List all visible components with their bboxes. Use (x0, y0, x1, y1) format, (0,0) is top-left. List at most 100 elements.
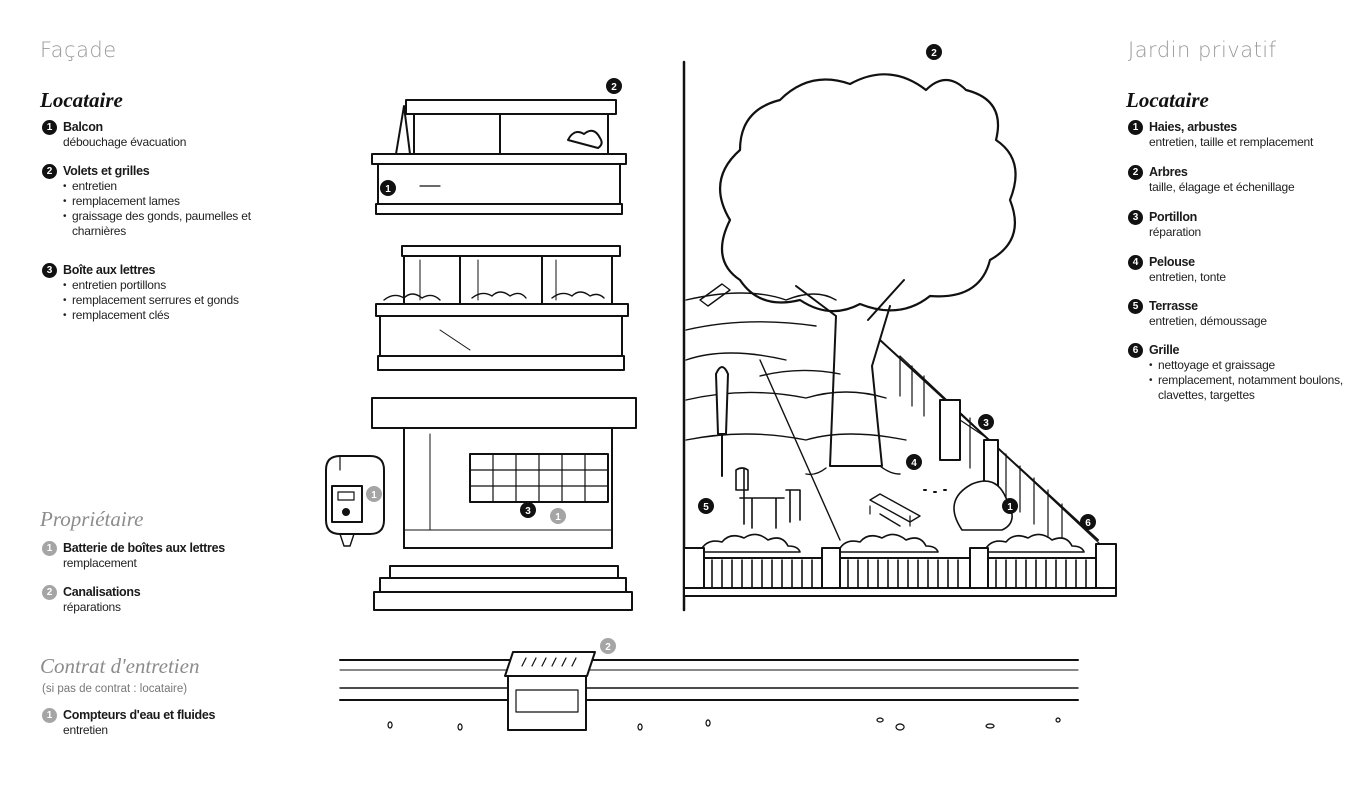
number-badge: 2 (42, 164, 57, 179)
garden-item-5: 5 Terrasse entretien, démoussage (1128, 299, 1358, 329)
marker-volets: 2 (606, 78, 622, 94)
item-description: entretien, tonte (1149, 270, 1226, 284)
marker-balcon: 1 (380, 180, 396, 196)
marker-arbres: 2 (926, 44, 942, 60)
item-description: entretien, taille et remplacement (1149, 135, 1314, 149)
item-heading: Haies, arbustes (1149, 120, 1237, 134)
item-description: débouchage évacuation (63, 135, 187, 149)
item-heading: Arbres (1149, 165, 1188, 179)
facade-tenant-item-1: 1 Balcon débouchage évacuation (42, 120, 272, 150)
facade-tenant-item-3: 3 Boîte aux lettres entretien portillons … (42, 263, 252, 323)
number-badge: 1 (42, 541, 57, 556)
bullet-item: remplacement lames (63, 194, 272, 209)
bullet-item: nettoyage et graissage (1149, 358, 1358, 373)
item-heading: Boîte aux lettres (63, 263, 156, 277)
street-pipes (339, 651, 1079, 731)
svg-text:1: 1 (555, 512, 561, 523)
shrub (953, 480, 1013, 531)
svg-text:2: 2 (605, 642, 611, 653)
svg-text:2: 2 (931, 48, 937, 59)
bullet-list: nettoyage et graissage remplacement, not… (1149, 358, 1358, 403)
svg-text:1: 1 (371, 490, 377, 501)
number-badge: 1 (42, 120, 57, 135)
number-badge: 2 (42, 585, 57, 600)
facade-tenant-item-2: 2 Volets et grilles entretien remplacemen… (42, 164, 272, 239)
marker-pelouse: 4 (906, 454, 922, 470)
upper-balcony (371, 99, 627, 215)
terrace-furniture (715, 366, 947, 529)
bullet-item: remplacement serrures et gonds (63, 293, 252, 308)
garden-tenant-heading: Locataire (1126, 88, 1209, 112)
item-heading: Canalisations (63, 585, 141, 599)
garden-item-1: 1 Haies, arbustes entretien, taille et re… (1128, 120, 1358, 150)
item-heading: Batterie de boîtes aux lettres (63, 541, 225, 555)
garden-title: Jardin privatif (1128, 38, 1277, 62)
item-heading: Terrasse (1149, 299, 1198, 313)
contract-heading: Contrat d'entretien (40, 654, 200, 678)
marker-portillon: 3 (978, 414, 994, 430)
number-badge: 3 (42, 263, 57, 278)
front-fence (683, 543, 1117, 597)
contract-note: (si pas de contrat : locataire) (42, 683, 188, 695)
garden-item-6: 6 Grille nettoyage et graissage remplacem… (1128, 343, 1358, 403)
marker-grille: 6 (1080, 514, 1096, 530)
meter-box (325, 455, 385, 547)
number-badge: 1 (42, 708, 57, 723)
side-fence (879, 339, 1101, 545)
markers: 2 1 1 3 1 2 2 3 4 5 1 6 (366, 44, 1096, 654)
item-description: remplacement (63, 556, 137, 570)
facade-owner-item-1: 1 Batterie de boîtes aux lettres remplace… (42, 541, 272, 571)
svg-text:3: 3 (983, 418, 989, 429)
tree (718, 73, 1017, 476)
facade-tenant-heading: Locataire (40, 88, 123, 112)
svg-text:6: 6 (1085, 518, 1091, 529)
garden-item-3: 3 Portillon réparation (1128, 210, 1358, 240)
item-description: réparation (1149, 225, 1202, 239)
marker-haies: 1 (1002, 498, 1018, 514)
bullet-item: remplacement clés (63, 308, 252, 323)
number-badge: 3 (1128, 210, 1143, 225)
item-heading: Balcon (63, 120, 103, 134)
marker-compteurs: 1 (366, 486, 382, 502)
garden-item-2: 2 Arbres taille, élagage et échenillage (1128, 165, 1358, 195)
facade-owner-heading: Propriétaire (40, 507, 144, 531)
item-description: taille, élagage et échenillage (1149, 180, 1295, 194)
marker-batterie: 1 (550, 508, 566, 524)
front-hedges (699, 533, 1085, 553)
svg-text:1: 1 (1007, 502, 1013, 513)
bullet-item: remplacement, notamment boulons, clavett… (1149, 373, 1358, 403)
item-heading: Portillon (1149, 210, 1197, 224)
bullet-item: entretien portillons (63, 278, 252, 293)
bullet-list: entretien portillons remplacement serrur… (63, 278, 252, 323)
number-badge: 6 (1128, 343, 1143, 358)
bullet-item: graissage des gonds, paumelles et charni… (63, 209, 272, 239)
item-heading: Grille (1149, 343, 1180, 357)
marker-terrasse: 5 (698, 498, 714, 514)
svg-text:5: 5 (703, 502, 709, 513)
middle-balcony (375, 245, 629, 371)
number-badge: 4 (1128, 255, 1143, 270)
garden-item-4: 4 Pelouse entretien, tonte (1128, 255, 1358, 285)
number-badge: 2 (1128, 165, 1143, 180)
number-badge: 1 (1128, 120, 1143, 135)
marker-boite-lettres: 3 (520, 502, 536, 518)
contract-item-1: 1 Compteurs d'eau et fluides entretien (42, 708, 272, 738)
item-description: entretien (63, 723, 108, 737)
facade-owner-item-2: 2 Canalisations réparations (42, 585, 272, 615)
svg-text:1: 1 (385, 184, 391, 195)
svg-text:4: 4 (911, 458, 917, 469)
item-heading: Compteurs d'eau et fluides (63, 708, 216, 722)
entrance (371, 397, 637, 611)
bullet-item: entretien (63, 179, 272, 194)
svg-text:3: 3 (525, 506, 531, 517)
item-heading: Pelouse (1149, 255, 1195, 269)
svg-text:2: 2 (611, 82, 617, 93)
item-heading: Volets et grilles (63, 164, 150, 178)
number-badge: 5 (1128, 299, 1143, 314)
item-description: entretien, démoussage (1149, 314, 1267, 328)
marker-canalisations: 2 (600, 638, 616, 654)
facade-title: Façade (40, 38, 117, 62)
bullet-list: entretien remplacement lames graissage d… (63, 179, 272, 239)
item-description: réparations (63, 600, 121, 614)
